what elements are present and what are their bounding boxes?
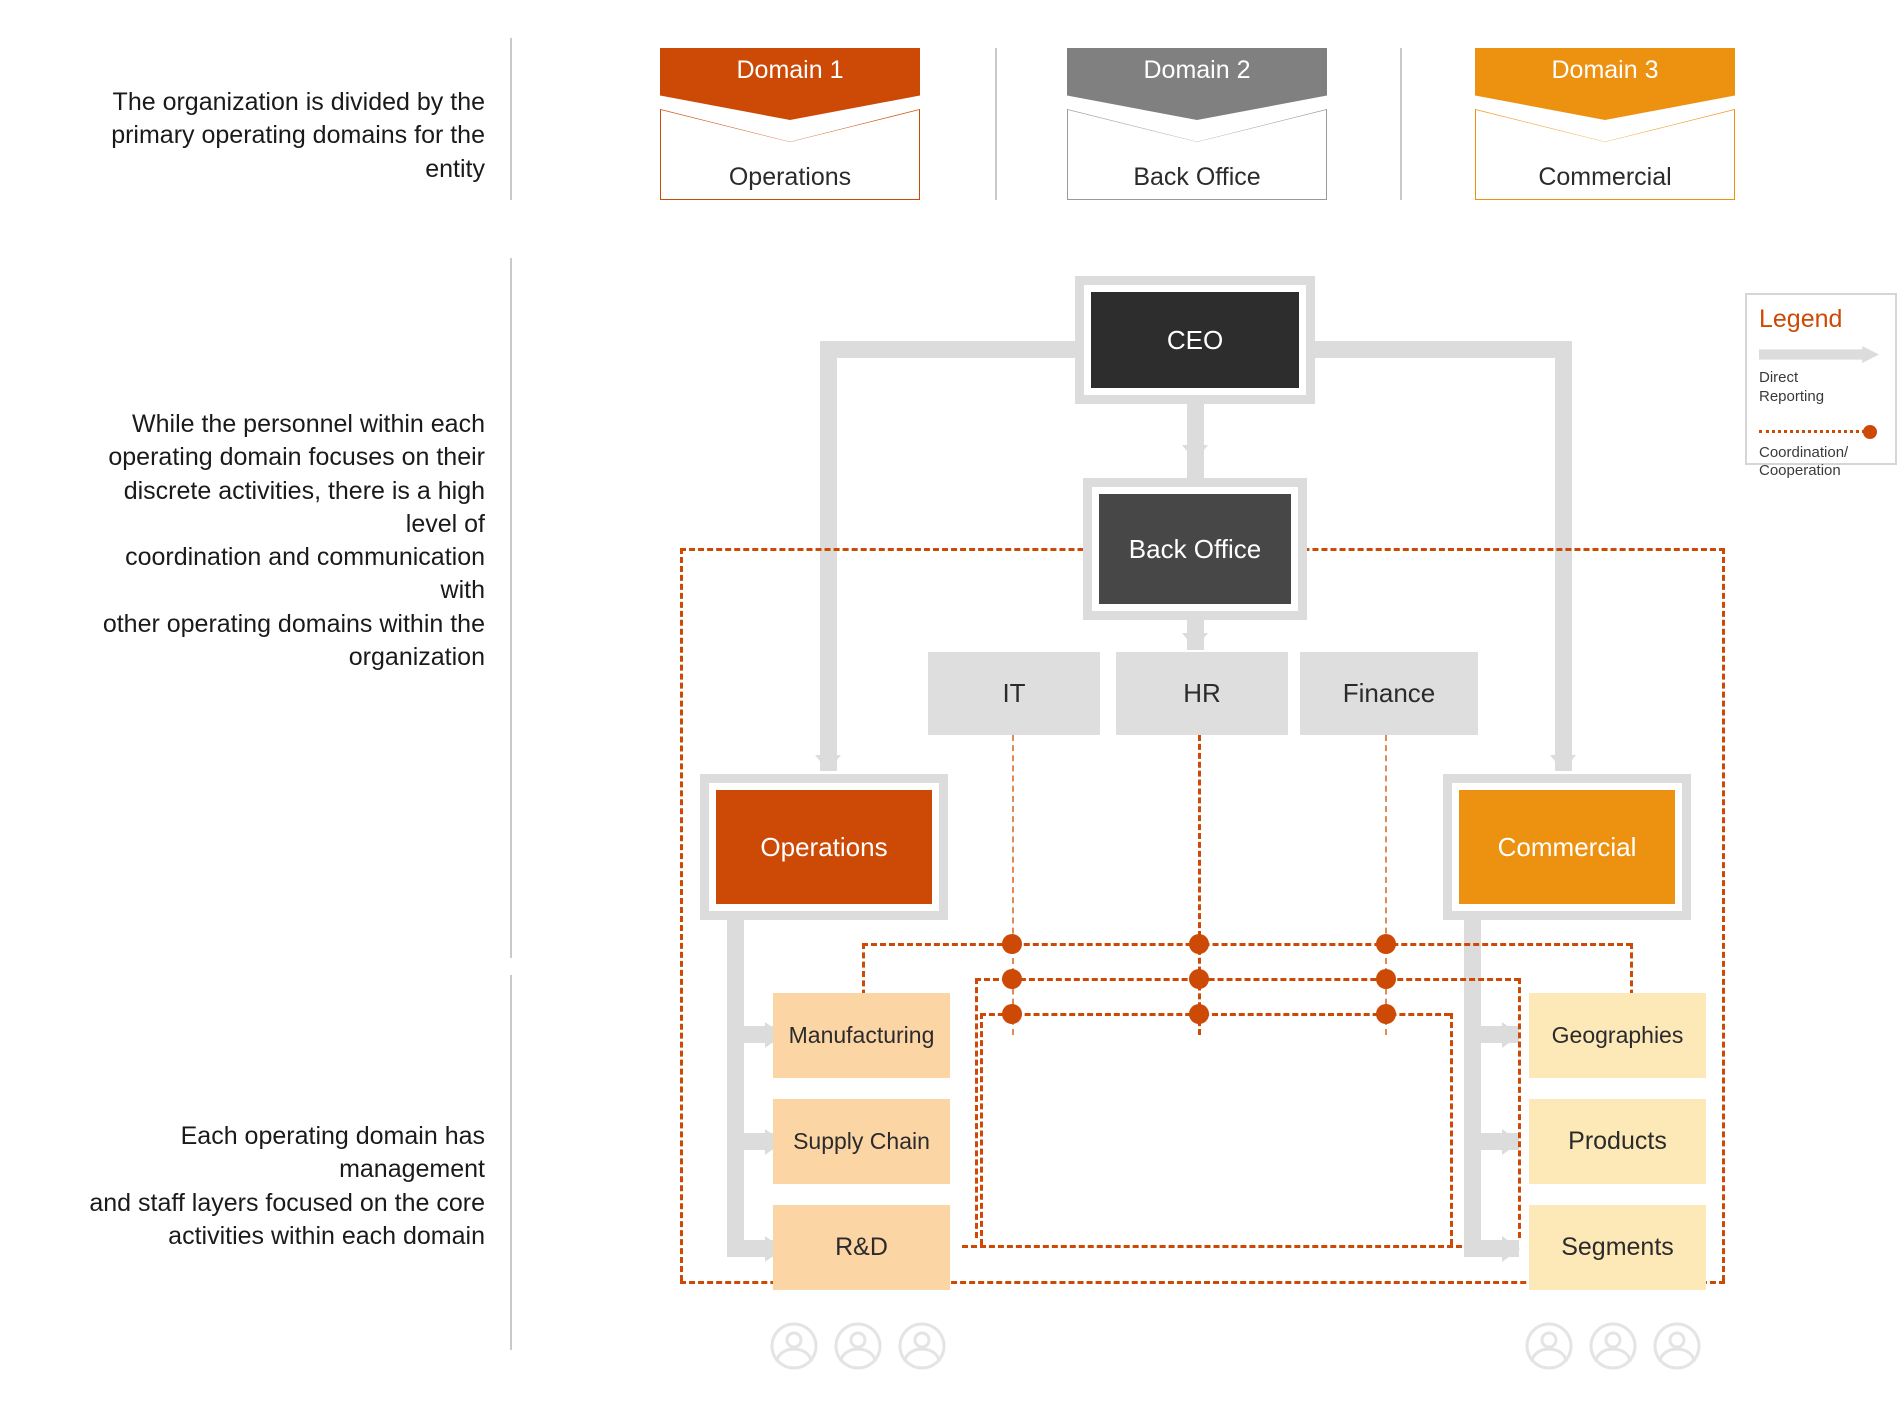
legend-title: Legend [1759,305,1843,333]
legend-coordination-label: Coordination/ Cooperation [1759,443,1849,480]
arrow-down-commercial [1550,755,1576,771]
coord-drop-it [1012,735,1014,1035]
coord-dot-finance-1 [1376,934,1396,954]
coord-rail-2-right-leg [1518,978,1521,1238]
domain-sep-2 [1400,48,1402,200]
person-icon [1589,1322,1637,1370]
avatar-right-1 [1525,1322,1573,1370]
domain-1-tag: Domain 1 [660,48,920,120]
narrative-top: The organization is divided by the prima… [111,88,485,183]
node-hr[interactable]: HR [1116,652,1288,735]
person-icon [1525,1322,1573,1370]
legend-direct-reporting-label: Direct Reporting [1759,369,1825,405]
node-commercial-label: Commercial [1459,790,1675,904]
domain-column-2[interactable]: Domain 2 Back Office [1067,48,1327,200]
legend-direct-reporting-icon [1759,346,1879,363]
node-manufacturing[interactable]: Manufacturing [773,993,950,1078]
coord-boundary-bottom [680,1281,1725,1284]
arrow-down-backoffice [1182,445,1208,461]
coord-dot-finance-2 [1376,969,1396,989]
node-geographies[interactable]: Geographies [1529,993,1706,1078]
coord-dot-hr-1 [1189,934,1209,954]
node-operations-label: Operations [716,790,932,904]
avatar-right-3 [1653,1322,1701,1370]
coord-drop-hr [1198,735,1201,1035]
person-icon [898,1322,946,1370]
coord-drop-finance [1385,735,1387,1035]
coord-rail-3-right-leg [1450,1013,1453,1245]
domain-column-3[interactable]: Domain 3 Commercial [1475,48,1735,200]
divider-top [510,38,512,200]
node-ceo[interactable]: CEO [1075,276,1315,404]
node-rnd[interactable]: R&D [773,1205,950,1290]
coord-rail-1-left-leg [862,943,865,1033]
coord-rail-2 [975,978,1520,981]
node-products[interactable]: Products [1529,1099,1706,1184]
domain-column-1[interactable]: Domain 1 Operations [660,48,920,200]
legend-coordination-dot [1863,424,1877,439]
domain-sep-1 [995,48,997,200]
node-segments[interactable]: Segments [1529,1205,1706,1290]
narrative-middle: While the personnel within each operatin… [102,410,485,671]
coord-dot-it-2 [1002,969,1022,989]
connector-operations-trunk [727,920,744,1250]
divider-main [510,258,512,958]
node-supply-chain[interactable]: Supply Chain [773,1099,950,1184]
node-operations[interactable]: Operations [700,774,948,920]
legend-panel: Legend Direct Reporting Coordination/ Co… [1745,293,1897,479]
domain-2-chevron: Domain 2 [1067,48,1327,120]
coord-dot-hr-2 [1189,969,1209,989]
coord-rail-2-left-leg [975,978,978,1238]
coord-rail-3 [980,1013,1450,1016]
domain-3-chevron: Domain 3 [1475,48,1735,120]
coord-boundary-left [680,548,683,1281]
avatar-right-2 [1589,1322,1637,1370]
coord-dot-hr-3 [1189,1004,1209,1024]
node-finance[interactable]: Finance [1300,652,1478,735]
connector-commercial-trunk [1464,920,1481,1250]
coord-rail-1 [862,943,1632,946]
coord-rail-3-foot [962,1245,1462,1248]
avatar-left-2 [834,1322,882,1370]
person-icon [1653,1322,1701,1370]
coord-boundary-right [1722,548,1725,1281]
arrow-down-staff [1182,633,1208,649]
domain-1-label: Operations [728,163,852,191]
legend-coordination-icon [1759,423,1883,439]
narrative-bottom: Each operating domain has management and… [89,1122,485,1250]
coord-dot-finance-3 [1376,1004,1396,1024]
node-back-office[interactable]: Back Office [1083,478,1307,620]
coord-rail-1-right-leg [1630,943,1633,1033]
domain-3-label: Commercial [1538,163,1672,191]
domain-2-tag: Domain 2 [1067,48,1327,120]
node-commercial[interactable]: Commercial [1443,774,1691,920]
arrow-down-operations [815,755,841,771]
connector-ceo-to-commercial [1555,341,1572,771]
avatar-left-3 [898,1322,946,1370]
avatar-left-1 [770,1322,818,1370]
divider-bottom [510,975,512,1350]
coord-dot-it-3 [1002,1004,1022,1024]
node-back-office-label: Back Office [1099,494,1291,604]
coord-rail-3-left-leg [980,1013,983,1245]
person-icon [834,1322,882,1370]
domain-3-tag: Domain 3 [1475,48,1735,120]
coord-dot-it-1 [1002,934,1022,954]
person-icon [770,1322,818,1370]
domain-2-label: Back Office [1133,163,1261,191]
connector-ceo-to-operations [820,341,837,771]
node-it[interactable]: IT [928,652,1100,735]
node-ceo-label: CEO [1091,292,1299,388]
domain-1-chevron: Domain 1 [660,48,920,120]
